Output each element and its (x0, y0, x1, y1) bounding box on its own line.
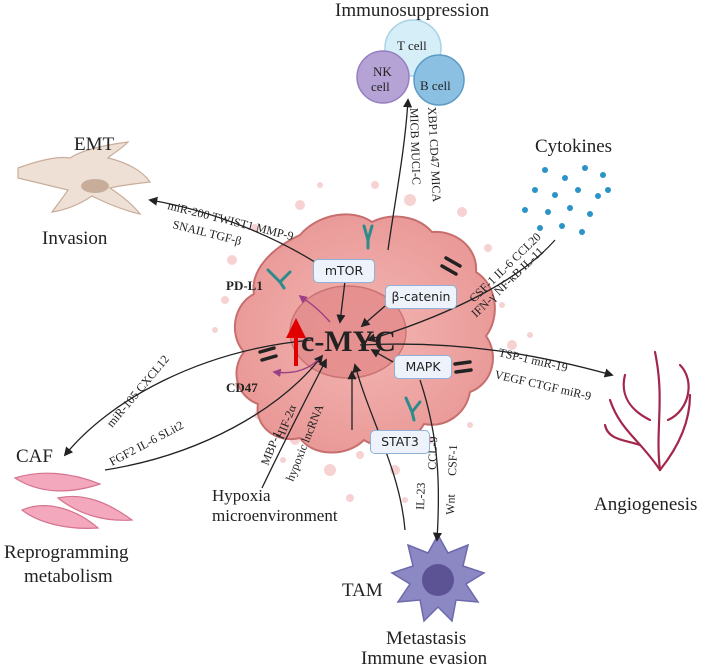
b-cell-label: B cell (420, 78, 451, 93)
tam-label: TAM (342, 580, 383, 601)
arrow-hypoxia (261, 358, 327, 489)
cytokines-label: Cytokines (535, 136, 613, 157)
c-myc-label: c-MYC (301, 325, 396, 358)
arrow-angiogenesis (359, 343, 614, 378)
arrow-cytokines (366, 239, 556, 343)
factor-immune-inner: MICB MUCI-C (407, 108, 424, 185)
arrow-catenin-to-myc (360, 305, 386, 328)
arrow-tam (419, 379, 442, 542)
emt-label: EMT (74, 134, 115, 155)
arrow-immunosuppression (387, 98, 413, 251)
reprogramming-label-2: metabolism (24, 566, 113, 587)
factor-tam-c: Wnt (443, 493, 458, 515)
beta-catenin-box: β-catenin (385, 285, 457, 309)
hypoxia-label-2: microenvironment (212, 506, 338, 525)
blood-vessel-icon (603, 350, 692, 472)
emt-cell-icon (17, 141, 152, 215)
angiogenesis-label: Angiogenesis (594, 494, 698, 515)
mapk-box: MAPK (394, 355, 452, 379)
factor-caf-upper: miR-105 CXCL12 (104, 352, 172, 430)
arrow-myc-to-cd47 (272, 359, 319, 377)
pdl1-label: PD-L1 (226, 278, 263, 293)
mtor-box: mTOR (313, 259, 375, 283)
arrow-myc-to-pdl1 (298, 294, 331, 323)
inhibition-marks (258, 256, 473, 374)
cytokine-dots (522, 165, 611, 235)
factor-immune-outer: XBP1 CD47 MICA (425, 106, 444, 202)
nk-cell-label-1: NK (373, 64, 392, 79)
immune-evasion-label: Immune evasion (361, 648, 488, 669)
arrow-caf-in (104, 354, 324, 471)
arrow-caf (63, 339, 313, 457)
reprogramming-label-1: Reprogramming (4, 542, 129, 563)
macrophage-icon (390, 533, 486, 623)
caf-cells-icon (13, 472, 134, 529)
cd47-label: CD47 (226, 380, 258, 395)
receptor-icons (266, 224, 422, 422)
factor-tam-d: CSF-1 (445, 444, 460, 476)
hypoxia-label-1: Hypoxia (212, 486, 271, 505)
caf-label: CAF (16, 446, 53, 467)
immunosuppression-label: Immunosuppression (335, 0, 490, 21)
arrow-mtor-to-myc (336, 280, 346, 324)
arrow-mapk-to-myc (370, 349, 394, 363)
metastasis-label: Metastasis (386, 628, 467, 649)
invasion-label: Invasion (42, 228, 108, 249)
arrow-emt (148, 196, 319, 265)
nk-cell-label-2: cell (371, 79, 390, 94)
factor-tam-a: IL-23 (413, 482, 428, 510)
immune-cells-icon (356, 19, 465, 106)
stat3-box: STAT3 (370, 430, 430, 454)
t-cell-label: T cell (397, 38, 427, 53)
factor-angio-bottom: VEGF CTGF miR-9 (493, 367, 592, 403)
